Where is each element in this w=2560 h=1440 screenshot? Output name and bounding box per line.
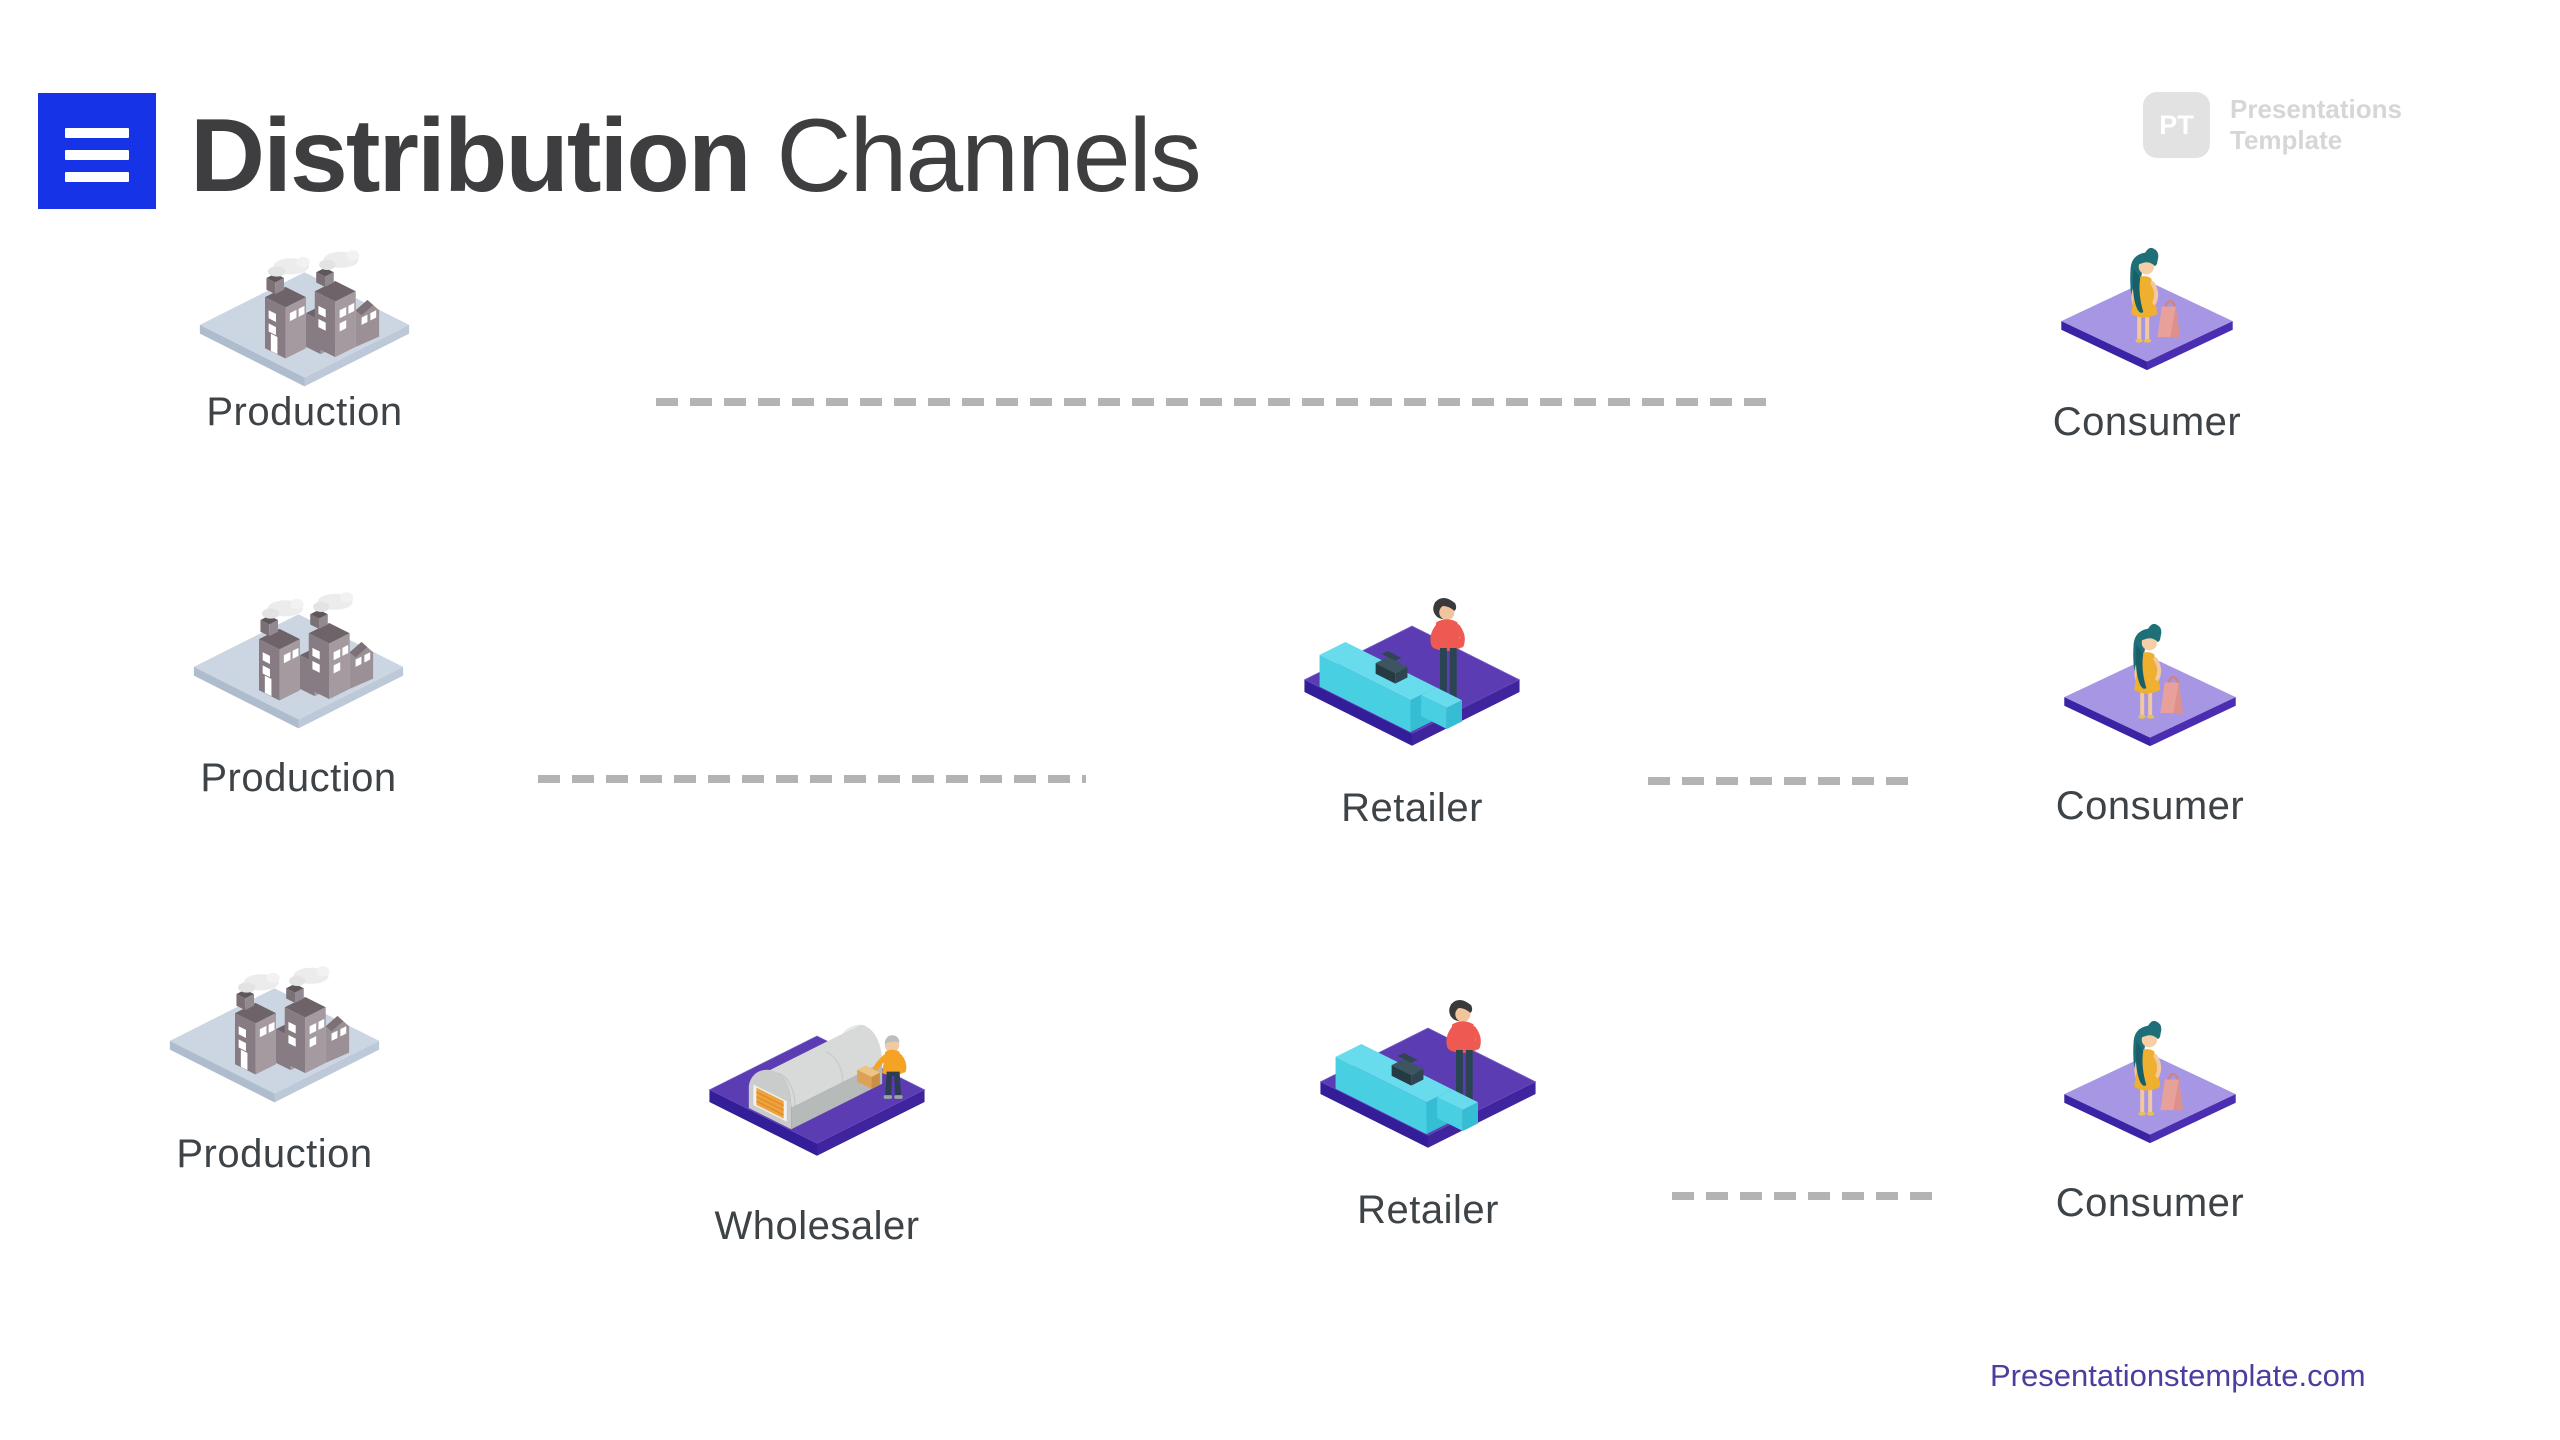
- watermark: PT Presentations Template: [2143, 92, 2402, 158]
- factory-icon: [86, 582, 511, 732]
- shopper-icon: [1982, 222, 2312, 372]
- warehouse-icon: [602, 1008, 1032, 1158]
- footer-link[interactable]: Presentationstemplate.com: [1990, 1358, 2366, 1393]
- page-title: Distribution Channels: [190, 98, 1202, 214]
- page-title-regular: Channels: [749, 98, 1201, 214]
- factory-icon: [62, 956, 487, 1106]
- node-row2-consumer: Consumer: [1985, 598, 2315, 829]
- menu-button[interactable]: [38, 93, 156, 209]
- node-row3-wholesaler: Wholesaler: [602, 1008, 1032, 1249]
- node-label: Production: [206, 390, 403, 434]
- node-row2-retailer: Retailer: [1192, 598, 1632, 831]
- node-label: Consumer: [2055, 784, 2245, 828]
- node-label: Wholesaler: [714, 1204, 920, 1248]
- node-row1-consumer: Consumer: [1982, 222, 2312, 445]
- node-label: Production: [176, 1132, 373, 1176]
- watermark-logo-icon: PT: [2143, 92, 2210, 158]
- node-row2-production: Production: [86, 582, 511, 801]
- connector-row2-production-retailer: [538, 775, 1086, 783]
- page-title-bold: Distribution: [190, 98, 751, 214]
- connector-row2-retailer-consumer: [1648, 777, 1916, 785]
- connector-row1-production-consumer: [656, 398, 1778, 406]
- node-label: Retailer: [1357, 1188, 1499, 1232]
- node-row3-production: Production: [62, 956, 487, 1177]
- node-label: Consumer: [2055, 1181, 2245, 1225]
- shopper-icon: [1985, 995, 2315, 1145]
- watermark-line2: Template: [2230, 125, 2343, 155]
- node-row3-consumer: Consumer: [1985, 995, 2315, 1226]
- store-counter-icon: [1208, 1000, 1648, 1150]
- node-row1-production: Production: [92, 240, 517, 435]
- factory-icon: [92, 240, 517, 390]
- store-counter-icon: [1192, 598, 1632, 748]
- shopper-icon: [1985, 598, 2315, 748]
- connector-row3-retailer-consumer: [1672, 1192, 1938, 1200]
- node-row3-retailer: Retailer: [1208, 1000, 1648, 1233]
- node-label: Production: [200, 756, 397, 800]
- watermark-text: Presentations Template: [2230, 94, 2402, 156]
- node-label: Consumer: [2052, 400, 2242, 444]
- node-label: Retailer: [1341, 786, 1483, 830]
- watermark-line1: Presentations: [2230, 94, 2402, 124]
